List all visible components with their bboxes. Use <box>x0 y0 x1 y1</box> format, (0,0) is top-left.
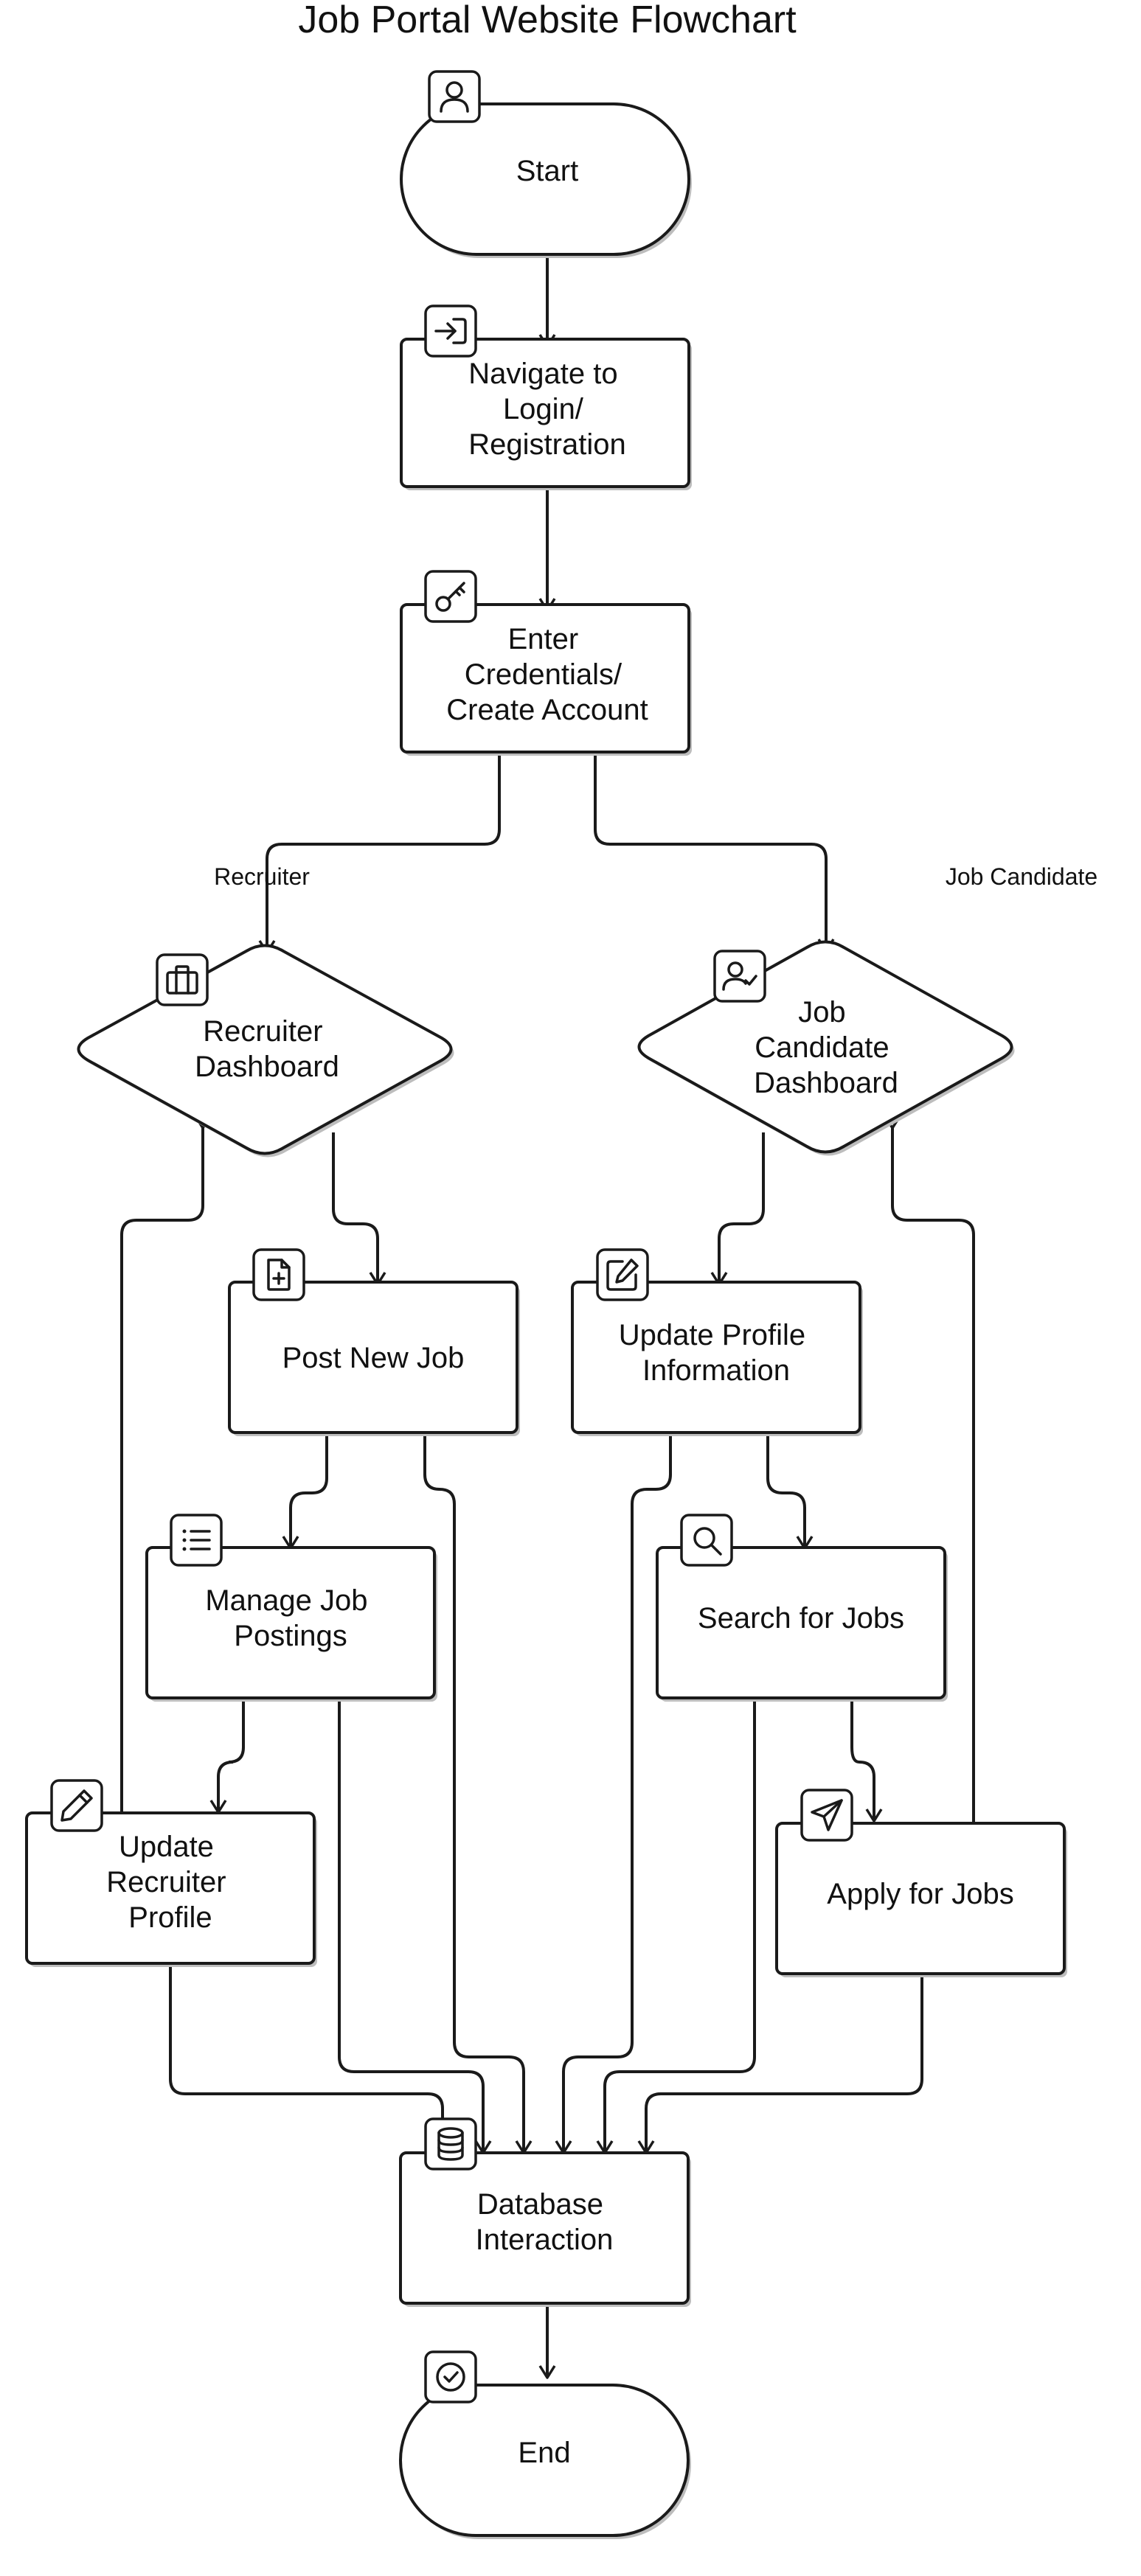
edge-postjob-database <box>423 1434 533 2154</box>
edge-updaterecruiter-database <box>169 1965 451 2140</box>
diagram-title: Job Portal Website Flowchart <box>298 0 797 41</box>
edge-apply-candidatedashboard <box>884 1115 975 1825</box>
edge-postjob-manage <box>282 1434 328 1550</box>
search-jobs-label: Search for Jobs <box>698 1602 904 1635</box>
login-icon <box>424 304 477 358</box>
briefcase-icon <box>156 953 209 1006</box>
end-node: End <box>399 2384 691 2539</box>
navigate-node: Navigate to Login/ Registration <box>400 338 692 490</box>
edge-credentials-recruiter <box>258 756 501 954</box>
edge-credentials-candidate <box>594 756 835 953</box>
edit-icon <box>596 1248 649 1301</box>
manage-postings-node: Manage Job Postings <box>145 1546 437 1702</box>
user-check-icon <box>713 950 766 1003</box>
search-icon <box>680 1514 733 1567</box>
edge-label-job-candidate: Job Candidate <box>946 863 1097 890</box>
send-icon <box>800 1789 853 1842</box>
edge-updaterecruiter-recruiterdashboard <box>120 1115 212 1828</box>
file-plus-icon <box>252 1248 305 1301</box>
recruiter-dashboard-node: Recruiter Dashboard <box>77 944 454 1158</box>
post-job-label: Post New Job <box>282 1342 465 1374</box>
pencil-icon <box>50 1779 103 1832</box>
update-profile-node: Update Profile Information <box>571 1281 863 1436</box>
database-label: Database Interaction <box>476 2188 614 2256</box>
start-label: Start <box>516 155 578 187</box>
check-circle-icon <box>424 2350 477 2403</box>
edges <box>120 258 975 2379</box>
recruiter-dashboard-label: Recruiter Dashboard <box>195 1015 339 1083</box>
edge-updateprofile-database <box>555 1434 672 2154</box>
edge-recruiter-postjob <box>332 1132 386 1286</box>
edge-manage-database <box>338 1700 492 2154</box>
end-label: End <box>518 2437 570 2469</box>
candidate-dashboard-label: Job Candidate Dashboard <box>754 996 898 1099</box>
start-node: Start <box>400 102 692 258</box>
edge-manage-updaterecruiter <box>209 1700 245 1814</box>
edge-search-apply <box>850 1700 883 1823</box>
key-icon <box>424 570 477 623</box>
apply-jobs-node: Apply for Jobs <box>775 1822 1067 1977</box>
edge-updateprofile-search <box>766 1434 814 1550</box>
update-recruiter-label: Update Recruiter Profile <box>106 1831 234 1934</box>
credentials-label: Enter Credentials/ Create Account <box>446 623 648 726</box>
database-icon <box>424 2117 477 2171</box>
credentials-node: Enter Credentials/ Create Account <box>400 603 692 756</box>
update-recruiter-node: Update Recruiter Profile <box>25 1811 317 1967</box>
candidate-dashboard-node: Job Candidate Dashboard <box>637 940 1015 1156</box>
post-job-node: Post New Job <box>228 1281 520 1436</box>
edge-search-database <box>596 1700 756 2154</box>
apply-jobs-label: Apply for Jobs <box>827 1878 1013 1910</box>
edge-candidate-updateprofile <box>710 1132 765 1286</box>
update-profile-label: Update Profile Information <box>619 1319 814 1387</box>
edge-apply-database <box>637 1976 923 2154</box>
manage-postings-label: Manage Job Postings <box>205 1584 375 1652</box>
list-icon <box>170 1514 223 1567</box>
navigate-label: Navigate to Login/ Registration <box>468 358 625 461</box>
database-node: Database Interaction <box>399 2151 691 2307</box>
edge-label-recruiter: Recruiter <box>214 863 310 890</box>
user-icon <box>428 70 481 123</box>
search-jobs-node: Search for Jobs <box>656 1546 948 1702</box>
